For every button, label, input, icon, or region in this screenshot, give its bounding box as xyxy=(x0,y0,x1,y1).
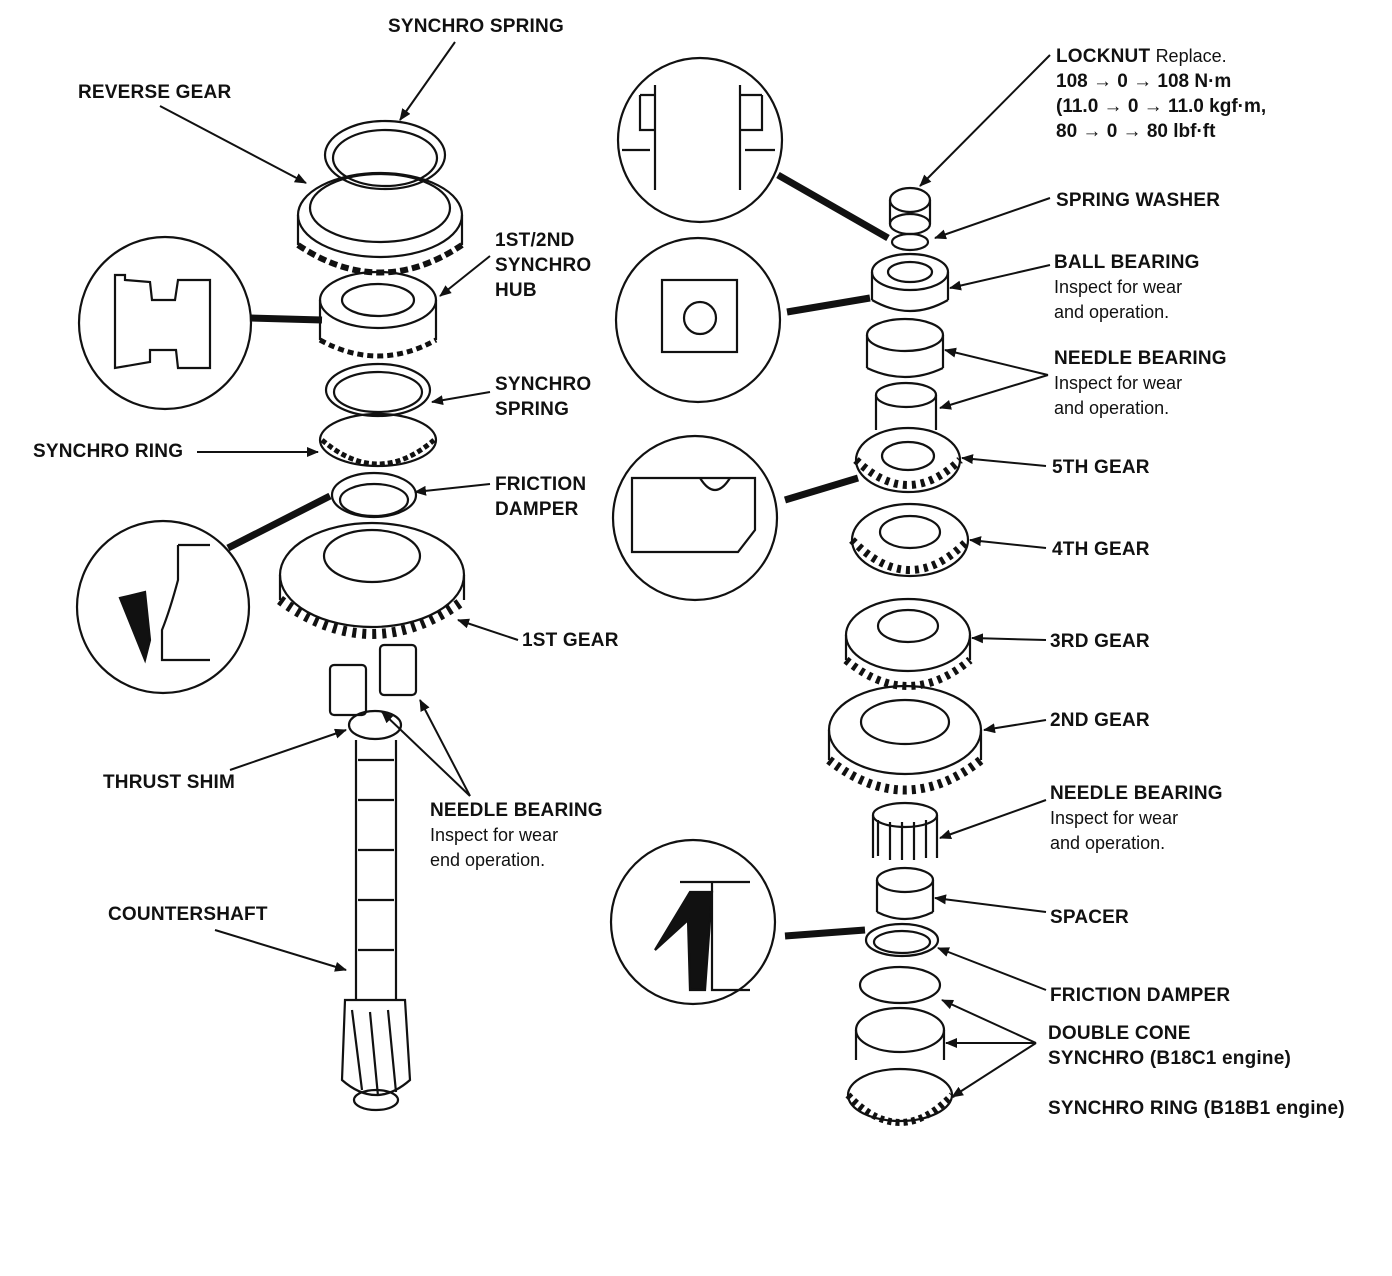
needle-bearing-top-part xyxy=(865,317,945,379)
label-locknut: LOCKNUT Replace. 108 → 0 → 108 N·m (11.0… xyxy=(1056,46,1267,142)
label-spring-washer: SPRING WASHER xyxy=(1056,190,1221,211)
label-third-gear: 3RD GEAR xyxy=(1050,631,1150,652)
label-synchro-ring: SYNCHRO RING xyxy=(33,441,184,462)
synchro-spring-mid-part xyxy=(324,362,432,418)
thrust-shim-part xyxy=(347,709,403,741)
synchro-ring-part xyxy=(318,412,438,468)
detail-circle-locknut xyxy=(616,56,890,242)
ball-bearing-part xyxy=(870,252,950,313)
double-cone-synchro-part xyxy=(845,965,955,1126)
synchro-spring-top-part xyxy=(323,119,447,191)
detail-circle-spacer xyxy=(611,434,860,602)
label-fourth-gear: 4TH GEAR xyxy=(1052,539,1150,560)
fifth-gear-part xyxy=(853,426,963,494)
detail-circle-ball-bearing xyxy=(614,236,871,404)
needle-bearing-left-part xyxy=(328,643,418,717)
needle-cage-part xyxy=(874,381,938,430)
label-countershaft: COUNTERSHAFT xyxy=(108,904,268,925)
leader-lines-right xyxy=(919,54,1051,1098)
label-fifth-gear: 5TH GEAR xyxy=(1052,457,1150,478)
label-synchro-ring-right: SYNCHRO RING (B18B1 engine) xyxy=(1048,1098,1345,1119)
first-gear-part xyxy=(277,521,467,639)
fourth-gear-part xyxy=(849,502,971,578)
spring-washer-part xyxy=(890,232,930,252)
label-synchro-spring-top: SYNCHRO SPRING xyxy=(388,16,564,37)
leader-lines-left xyxy=(159,41,519,972)
locknut-part xyxy=(888,186,932,236)
synchro-hub-part xyxy=(318,270,438,359)
label-friction-damper-right: FRICTION DAMPER xyxy=(1050,985,1231,1006)
label-thrust-shim: THRUST SHIM xyxy=(103,772,236,793)
label-spacer: SPACER xyxy=(1050,907,1129,928)
label-second-gear: 2ND GEAR xyxy=(1050,710,1150,731)
friction-damper-right-part xyxy=(864,922,940,958)
label-reverse-gear: REVERSE GEAR xyxy=(78,82,232,103)
third-gear-part xyxy=(843,597,973,690)
second-gear-part xyxy=(826,684,984,795)
detail-circle-hub xyxy=(77,235,323,411)
needle-bearing-bottom-part xyxy=(871,801,939,860)
countershaft-part xyxy=(340,740,412,1112)
spacer-part xyxy=(875,866,935,921)
detail-circle-damper-right xyxy=(609,838,866,1006)
detail-circle-damper-left xyxy=(75,492,332,695)
friction-damper-part xyxy=(330,471,418,519)
label-first-gear: 1ST GEAR xyxy=(522,630,619,651)
